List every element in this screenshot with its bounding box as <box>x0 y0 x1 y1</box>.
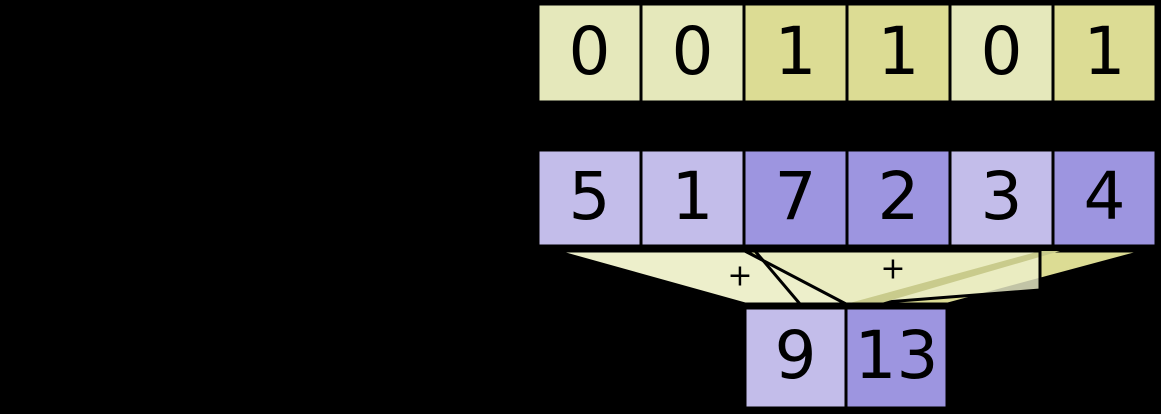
flag-cell-4[interactable] <box>948 2 1055 104</box>
result-cell-1[interactable] <box>844 306 949 410</box>
flag-cell-3[interactable] <box>845 2 952 104</box>
result-cell-1-label: 13 <box>855 317 939 394</box>
operators-group: + + <box>727 252 905 294</box>
flag-cell-0-label: 0 <box>569 13 611 90</box>
value-cell-4-label: 3 <box>981 158 1023 235</box>
flag-cell-5[interactable] <box>1051 2 1158 104</box>
flag-cell-4-label: 0 <box>981 13 1023 90</box>
value-cell-2-label: 7 <box>775 158 817 235</box>
funnel-shape-diagonal-band <box>846 251 1060 304</box>
value-cell-1-label: 1 <box>672 158 714 235</box>
value-cell-3-label: 2 <box>878 158 920 235</box>
funnel-edge-inner-right <box>948 249 1042 290</box>
value-cell-0-label: 5 <box>569 158 611 235</box>
funnel-edge-inner-left <box>744 249 847 306</box>
result-cell-0[interactable] <box>743 306 848 410</box>
flag-cell-3-label: 1 <box>878 13 920 90</box>
flag-cell-5-label: 1 <box>1084 13 1126 90</box>
results-row: 9 13 <box>743 306 949 410</box>
values-row: 5 1 7 2 3 4 <box>536 148 1158 248</box>
flag-cell-0[interactable] <box>536 2 643 104</box>
flag-cell-1[interactable] <box>639 2 746 104</box>
flag-cell-2-label: 1 <box>775 13 817 90</box>
value-cell-3[interactable] <box>845 148 952 248</box>
flag-cell-1-label: 0 <box>672 13 714 90</box>
value-cell-1[interactable] <box>639 148 746 248</box>
flag-cell-2[interactable] <box>742 2 849 104</box>
value-cell-5[interactable] <box>1051 148 1158 248</box>
plus-operator-left: + <box>727 259 752 294</box>
flags-row: 0 0 1 1 0 1 <box>536 2 1158 104</box>
value-cell-5-label: 4 <box>1084 158 1126 235</box>
plus-operator-right: + <box>880 252 905 287</box>
result-cell-0-label: 9 <box>775 317 817 394</box>
funnel-group <box>554 249 1146 306</box>
